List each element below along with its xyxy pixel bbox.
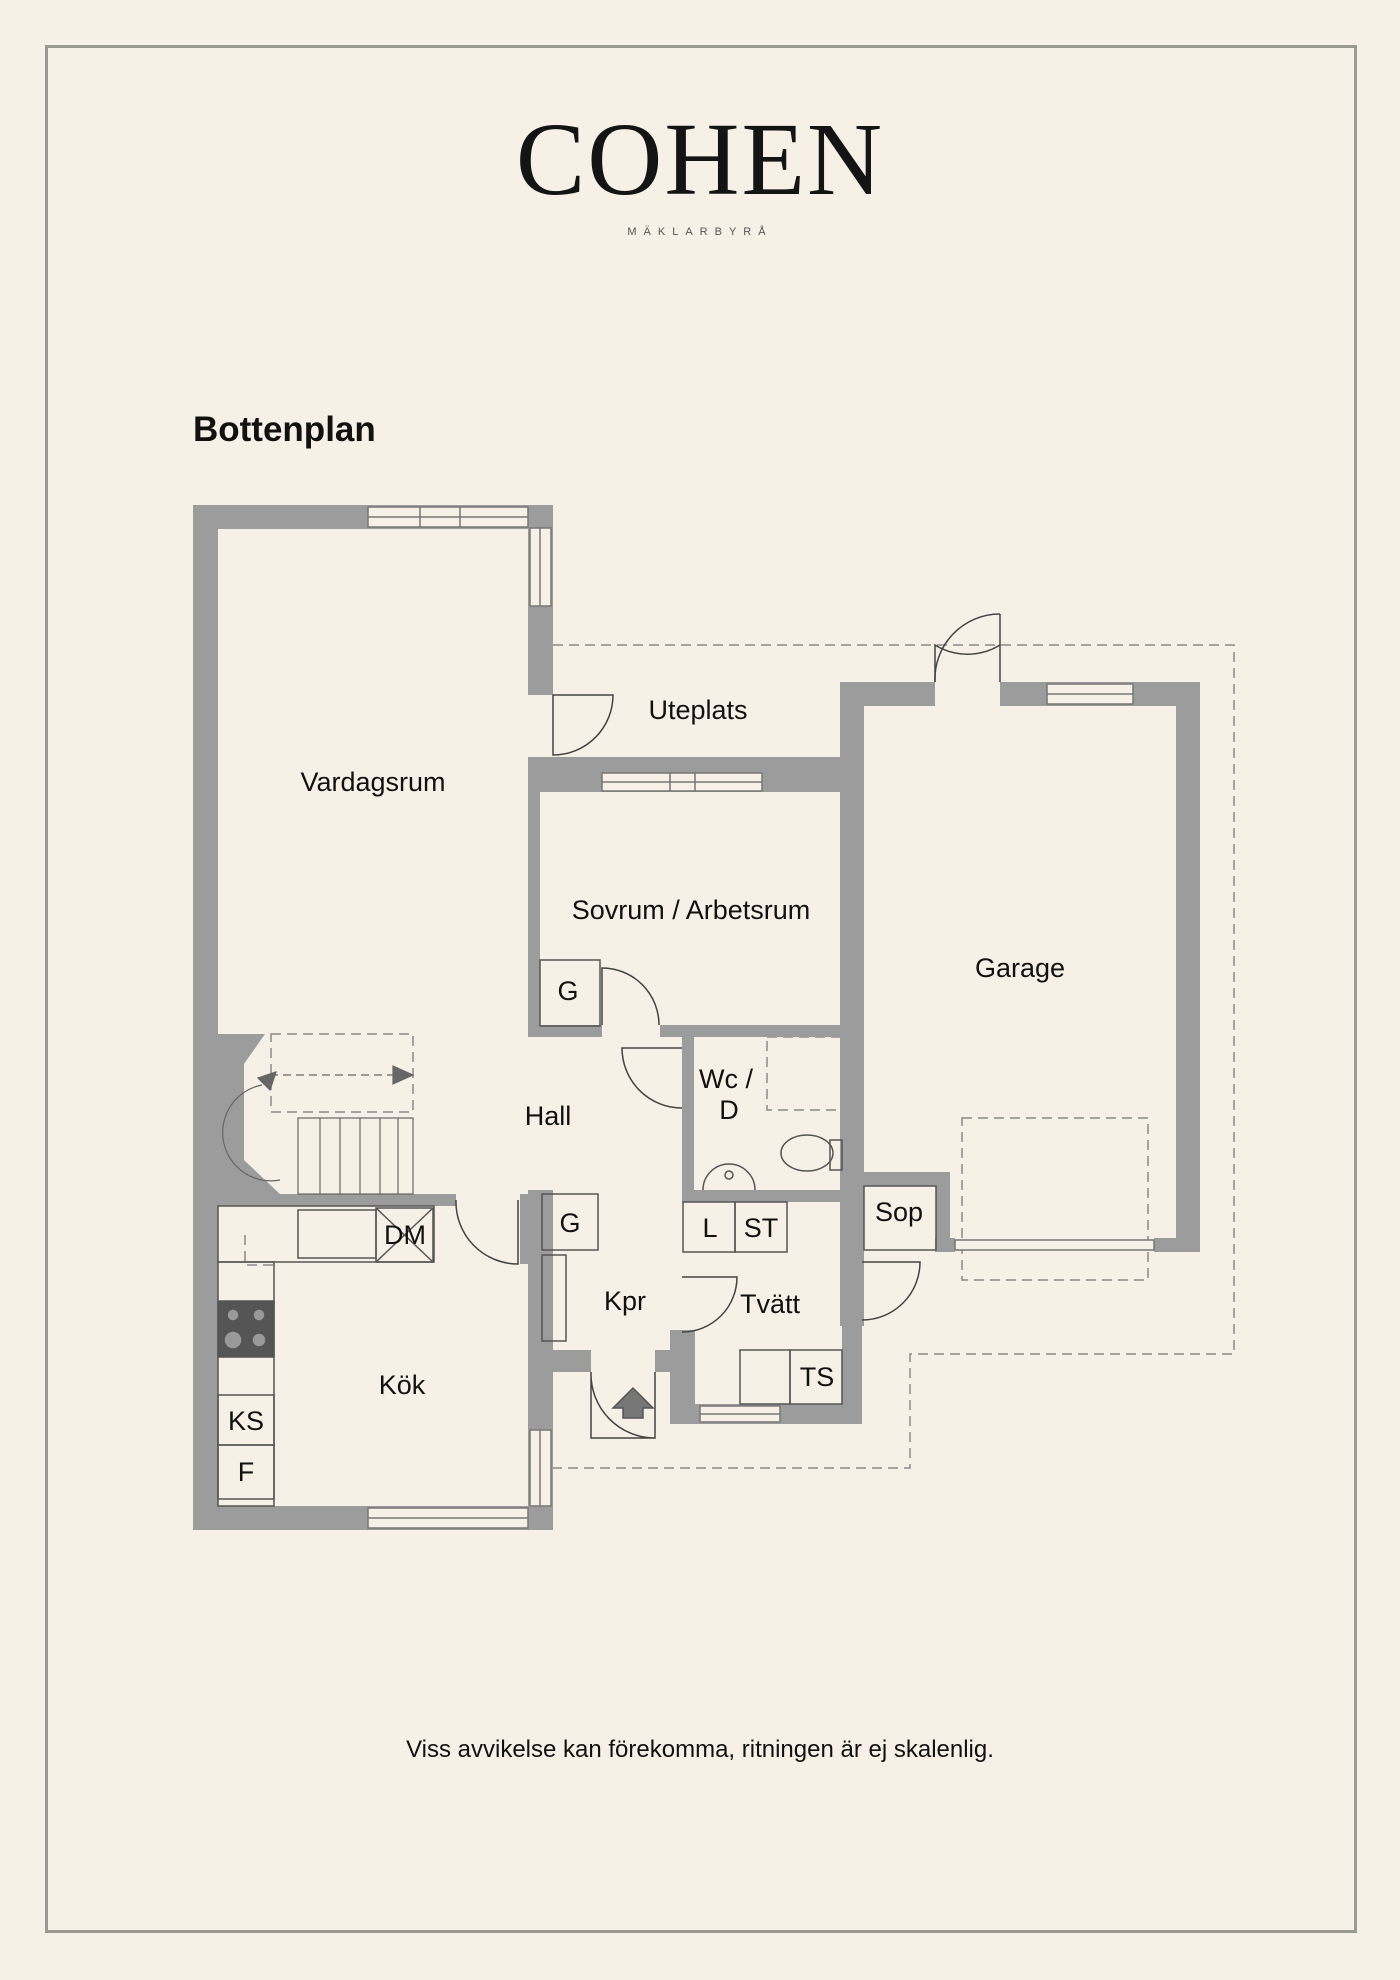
garage-door-opening bbox=[954, 1239, 1155, 1251]
door-kpr bbox=[681, 1276, 738, 1333]
kitchen-counter-side bbox=[217, 1261, 275, 1507]
wall-bedroom-bottom-left bbox=[528, 1025, 602, 1037]
label-kok: Kök bbox=[379, 1370, 426, 1400]
door-garage-top bbox=[934, 643, 1001, 682]
door-swings bbox=[455, 613, 1001, 1439]
shelf-st bbox=[734, 1201, 788, 1253]
label-l: L bbox=[702, 1213, 717, 1243]
counter-outline bbox=[244, 1235, 275, 1266]
wall-tvatt-east bbox=[842, 1326, 862, 1424]
door-bedroom bbox=[601, 967, 660, 1026]
label-garage: Garage bbox=[975, 953, 1065, 983]
upper-stair-outline bbox=[270, 1033, 414, 1113]
label-wc-line1: Wc / bbox=[699, 1064, 753, 1094]
washer bbox=[739, 1349, 791, 1405]
basin bbox=[702, 1163, 756, 1191]
wall-bedroom-west bbox=[528, 757, 540, 1037]
wall-wc-west bbox=[682, 1037, 694, 1202]
wall-garage-west bbox=[840, 682, 864, 1262]
toilet bbox=[780, 1134, 834, 1172]
door-uteplats bbox=[552, 694, 614, 756]
door-entry bbox=[590, 1371, 656, 1439]
wall-hall-stub bbox=[520, 1194, 540, 1264]
plan-title: Bottenplan bbox=[193, 410, 376, 449]
label-dm: DM bbox=[384, 1220, 426, 1250]
sop-closet bbox=[863, 1185, 937, 1251]
wall-sop-top bbox=[840, 1172, 950, 1186]
kitchen-counter-top bbox=[217, 1205, 435, 1263]
wall-garage-bottom-right bbox=[1154, 1238, 1200, 1252]
coat-rack bbox=[541, 1254, 567, 1342]
terrace-outline bbox=[553, 644, 1235, 1469]
door-wc bbox=[621, 1047, 683, 1109]
dishwasher bbox=[375, 1207, 434, 1263]
label-g-hall: G bbox=[559, 1208, 580, 1238]
windows bbox=[367, 506, 1155, 1529]
room-labels: Vardagsrum Uteplats Sovrum / Arbetsrum G… bbox=[300, 695, 1065, 1400]
label-vardagsrum: Vardagsrum bbox=[300, 767, 445, 797]
entry-arrow bbox=[611, 1386, 655, 1419]
label-f: F bbox=[238, 1457, 255, 1487]
wall-stair-column bbox=[218, 1034, 282, 1196]
wall-bedroom-bottom-right bbox=[660, 1025, 842, 1037]
door-tvatt bbox=[861, 1261, 921, 1321]
stairs bbox=[222, 1065, 415, 1195]
label-sop: Sop bbox=[875, 1197, 923, 1227]
wardrobe-hall bbox=[541, 1193, 599, 1251]
fixture-labels: G G DM KS F L ST TS bbox=[228, 976, 834, 1487]
label-g-sovrum: G bbox=[557, 976, 578, 1006]
wall-garage-east bbox=[1176, 682, 1200, 1252]
label-st: ST bbox=[744, 1213, 779, 1243]
brand-logo: COHEN bbox=[515, 102, 885, 217]
label-ks: KS bbox=[228, 1406, 264, 1436]
wall-entry-left bbox=[528, 1350, 591, 1372]
car-outline bbox=[961, 1117, 1149, 1281]
wardrobe-sovrum bbox=[539, 959, 601, 1027]
footer-note: Viss avvikelse kan förekomma, ritningen … bbox=[406, 1736, 994, 1763]
wall-wc-bottom bbox=[682, 1190, 842, 1202]
freezer bbox=[217, 1444, 275, 1500]
wall-sop-east bbox=[936, 1172, 950, 1252]
stove bbox=[217, 1300, 275, 1358]
wall-tvatt-east-top bbox=[840, 1172, 864, 1326]
label-uteplats: Uteplats bbox=[648, 695, 747, 725]
shower-outline bbox=[766, 1036, 846, 1111]
label-sovrum: Sovrum / Arbetsrum bbox=[572, 895, 811, 925]
page-frame bbox=[45, 45, 1357, 1933]
wall-kitchen-top bbox=[193, 1194, 456, 1206]
dryer-ts bbox=[789, 1349, 843, 1405]
label-wc-line2: D bbox=[719, 1095, 739, 1125]
label-kpr: Kpr bbox=[604, 1286, 646, 1316]
brand-subtitle: MÄKLARBYRÅ bbox=[627, 226, 773, 238]
label-ts: TS bbox=[800, 1362, 835, 1392]
sink-double bbox=[297, 1209, 377, 1259]
label-hall: Hall bbox=[525, 1101, 572, 1131]
walls bbox=[193, 505, 1200, 1530]
label-tvatt: Tvätt bbox=[740, 1289, 801, 1319]
wall-west bbox=[193, 505, 218, 1530]
fixtures bbox=[217, 959, 937, 1507]
door-kitchen bbox=[455, 1199, 519, 1265]
